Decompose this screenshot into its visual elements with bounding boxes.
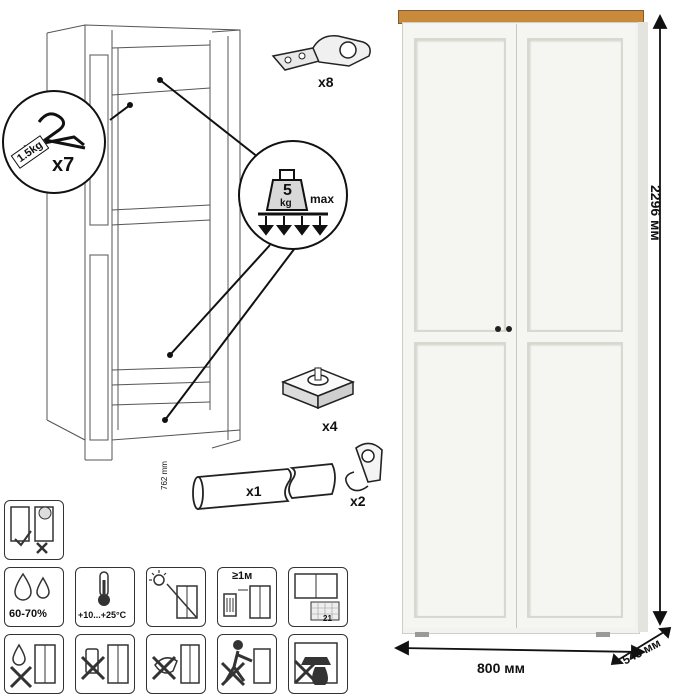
table-number-label: 21 bbox=[323, 614, 332, 623]
weight-icon bbox=[258, 169, 328, 236]
wardrobe-side bbox=[638, 22, 648, 632]
leveler-qty: x4 bbox=[322, 418, 338, 434]
left-door-lower-panel bbox=[414, 342, 506, 618]
shelf-weight-callout: 5 kg max bbox=[238, 140, 348, 250]
no-direct-sunlight-icon bbox=[146, 567, 206, 627]
width-dimension: 800 мм bbox=[477, 660, 525, 676]
right-door-knob[interactable] bbox=[506, 326, 512, 332]
wardrobe-foot-right bbox=[596, 632, 610, 637]
humidity-label: 60-70% bbox=[9, 608, 47, 620]
wardrobe-foot-left bbox=[415, 632, 429, 637]
distance-label: ≥1м bbox=[232, 570, 253, 582]
no-abrasive-cleaning-icon bbox=[146, 634, 206, 694]
no-chemicals-icon bbox=[75, 634, 135, 694]
left-door bbox=[404, 24, 517, 628]
hook-qty-label: x7 bbox=[52, 154, 75, 176]
rail-qty: x1 bbox=[246, 483, 262, 499]
temperature-label: +10...+25°C bbox=[78, 610, 127, 620]
hinge-qty: x8 bbox=[318, 74, 334, 90]
right-door-lower-panel bbox=[527, 342, 623, 618]
height-dimension: 2296 мм bbox=[648, 185, 664, 241]
heater-distance-icon: ≥1м bbox=[217, 567, 277, 627]
shelf-weight-max: max bbox=[310, 192, 335, 206]
hinge-icon bbox=[271, 35, 371, 71]
right-door bbox=[506, 24, 635, 628]
assembly-guide-icon: 21 bbox=[288, 567, 348, 627]
bracket-qty: x2 bbox=[350, 493, 366, 509]
left-door-knob[interactable] bbox=[495, 326, 501, 332]
temperature-icon: +10...+25°C bbox=[75, 567, 135, 627]
assembly-instruction-icon bbox=[4, 500, 64, 560]
humidity-icon: 60-70% bbox=[4, 567, 64, 627]
right-door-upper-panel bbox=[527, 38, 623, 332]
hanging-rail-icon bbox=[192, 463, 336, 510]
left-door-upper-panel bbox=[414, 38, 506, 332]
shelf-weight-unit: kg bbox=[280, 198, 292, 209]
shelf-weight-value: 5 bbox=[283, 182, 292, 199]
hook-callout: 1.5kg x7 bbox=[2, 90, 106, 194]
no-climbing-icon bbox=[217, 634, 277, 694]
no-heavy-load-icon bbox=[288, 634, 348, 694]
rail-bracket-icon bbox=[345, 442, 383, 492]
no-water-icon bbox=[4, 634, 64, 694]
leveler-icon bbox=[280, 367, 356, 410]
